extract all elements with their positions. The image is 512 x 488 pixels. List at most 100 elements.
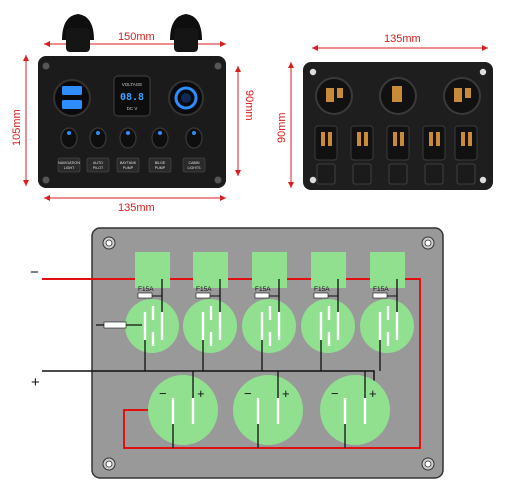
switch-terminal-icon: [357, 132, 361, 146]
back-switch-row: [314, 125, 478, 185]
negative-terminal-label: −: [30, 264, 39, 281]
front-depth-label: 90mm: [243, 90, 255, 121]
fuse-icon: [137, 292, 153, 299]
mounting-hole-icon: [479, 68, 487, 76]
back-switch-label-recess: [352, 163, 372, 185]
socket-minus-label: −: [331, 386, 339, 401]
switch-indicator-square: [311, 252, 346, 288]
socket-terminal-icon: [337, 88, 343, 98]
back-switch-label-recess: [388, 163, 408, 185]
back-switch-label-recess: [316, 163, 336, 185]
fuse-label: F15A: [314, 286, 330, 293]
dimension-arrow-icon: [482, 45, 488, 51]
dimension-arrow-icon: [220, 41, 226, 47]
switch-led-icon: [192, 131, 196, 135]
switch-label-line1: NAVIGATION: [58, 161, 80, 165]
schematic-sockets: − + − + − +: [148, 371, 390, 448]
usb-port-icon: [62, 86, 82, 95]
back-switch-label-recess: [456, 163, 476, 185]
switch-label-line1: BILGE: [155, 161, 166, 165]
mounting-hole-icon: [309, 68, 317, 76]
switch-label-line2: PILOT: [93, 166, 104, 170]
socket-plus-label: +: [282, 386, 290, 401]
switch-indicator-square: [135, 252, 170, 288]
back-width-label: 135mm: [384, 33, 421, 45]
switch-label-plate: [116, 157, 140, 173]
switch-terminal-icon: [364, 132, 368, 146]
switch-body: [183, 299, 237, 353]
socket-terminal-icon: [465, 88, 471, 98]
rocker-switch: [151, 127, 169, 149]
usb-charger-socket: [53, 79, 91, 117]
switch-led-icon: [96, 131, 100, 135]
socket-terminal-icon: [326, 88, 334, 102]
switch-terminal-icon: [393, 132, 397, 146]
switch-terminal-icon: [461, 132, 465, 146]
dimension-arrow-icon: [44, 41, 50, 47]
dimension-arrow-icon: [23, 55, 29, 61]
voltmeter: [113, 75, 151, 117]
switch-label-line1: CABIN: [189, 161, 200, 165]
rocker-switch: [119, 127, 137, 149]
back-switch-housing: [314, 125, 338, 161]
dimension-arrow-icon: [288, 182, 294, 188]
switch-indicator-square: [252, 252, 287, 288]
socket-plus-label: +: [369, 386, 377, 401]
power-socket-led-ring: [174, 86, 198, 110]
dimension-arrow-icon: [235, 170, 241, 176]
mounting-hole-icon: [479, 176, 487, 184]
back-switch-housing: [386, 125, 410, 161]
switch-indicator-square: [370, 252, 405, 288]
negative-main-wire: [42, 278, 421, 449]
switch-label-line2: LIGHTS: [188, 166, 202, 170]
fuse-label: F15A: [255, 286, 271, 293]
switch-led-icon: [158, 131, 162, 135]
switch-indicator-square: [193, 252, 228, 288]
switch-label-line1: AUTO: [93, 161, 103, 165]
usb-socket-cap-hinge: [66, 28, 90, 52]
dimension-arrow-icon: [220, 195, 226, 201]
mounting-screw-icon: [42, 176, 50, 184]
back-switch-housing: [454, 125, 478, 161]
mounting-screw-icon: [214, 62, 222, 70]
switch-body: [242, 299, 296, 353]
back-switch-label-recess: [424, 163, 444, 185]
socket-plus-label: +: [197, 386, 205, 401]
switch-led-icon: [67, 131, 71, 135]
switch-label-plate: [57, 157, 81, 173]
fuse-label: F15A: [373, 286, 389, 293]
switch-label-plate: [148, 157, 172, 173]
fuse-icon: [372, 292, 388, 299]
positive-terminal-label: +: [31, 374, 40, 391]
mounting-hole-icon: [105, 460, 113, 468]
switch-led-icon: [126, 131, 130, 135]
dimension-arrow-icon: [44, 195, 50, 201]
socket-minus-label: −: [244, 386, 252, 401]
dimension-arrow-icon: [288, 62, 294, 68]
mounting-screw-icon: [42, 62, 50, 70]
socket-body: [233, 375, 303, 445]
back-switch-housing: [350, 125, 374, 161]
front-width-label: 150mm: [118, 31, 155, 43]
socket-terminal-icon: [392, 86, 402, 102]
switch-label-line2: PUMP: [123, 166, 134, 170]
switch-terminal-icon: [328, 132, 332, 146]
mounting-screw-icon: [214, 176, 222, 184]
socket-minus-label: −: [159, 386, 167, 401]
switch-terminal-icon: [321, 132, 325, 146]
switch-label-plate: [182, 157, 206, 173]
back-panel-view: 135mm 90mm: [276, 33, 493, 190]
socket-body: [320, 375, 390, 445]
voltmeter-reading: 08.8: [120, 92, 144, 103]
mounting-hole-icon: [105, 239, 113, 247]
fuse-icon: [254, 292, 270, 299]
dimension-arrow-icon: [235, 66, 241, 72]
rocker-switch: [185, 127, 203, 149]
mounting-hole-icon: [424, 460, 432, 468]
front-switch-row: NAVIGATIONLIGHTAUTOPILOTBAYTANKPUMPBILGE…: [57, 127, 206, 173]
switch-terminal-icon: [429, 132, 433, 146]
voltmeter-unit: DC V: [127, 106, 138, 111]
